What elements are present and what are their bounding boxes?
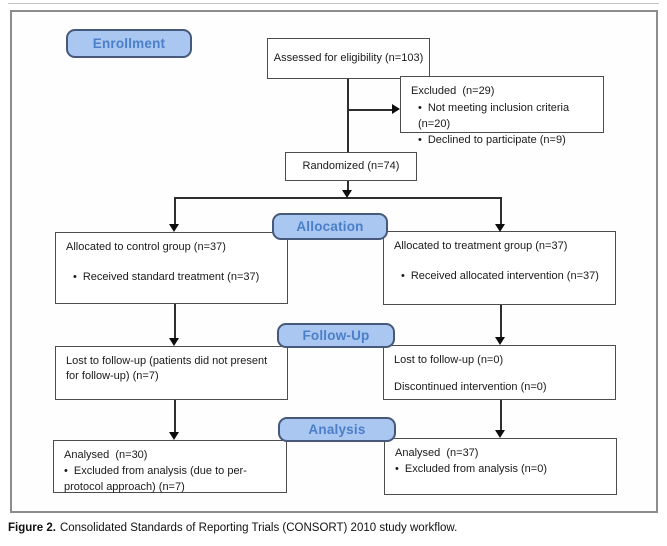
branch-line	[174, 197, 501, 199]
box-analysis-treatment-title: Analysed (n=37)	[395, 447, 479, 459]
figure-caption: Figure 2.Consolidated Standards of Repor…	[8, 522, 457, 534]
box-randomized: Randomized (n=74)	[285, 152, 417, 181]
box-followup-treatment-line-2: Discontinued intervention (n=0)	[394, 381, 547, 394]
arrowhead-alloc-left	[169, 224, 179, 232]
bullet-icon: •	[418, 134, 422, 147]
connector-assessed-randomized	[347, 79, 349, 152]
stage-analysis: Analysis	[278, 417, 396, 442]
box-followup-control: Lost to follow-up (patients did not pres…	[55, 346, 288, 400]
connector-randomized-branch	[347, 181, 349, 192]
box-followup-treatment: Lost to follow-up (n=0) Discontinued int…	[383, 345, 616, 400]
stage-analysis-label: Analysis	[308, 422, 366, 437]
box-analysis-control-bullet-1: •Excluded from analysis (due to per-prot…	[64, 465, 247, 493]
box-analysis-treatment-bullet-1: •Excluded from analysis (n=0)	[395, 463, 548, 476]
connector-followup-analysis-right	[500, 400, 502, 430]
arrowhead-followup-right	[495, 337, 505, 345]
figure-caption-text: Consolidated Standards of Reporting Tria…	[59, 522, 458, 534]
box-followup-treatment-line-1: Lost to follow-up (n=0)	[394, 354, 504, 366]
connector-alloc-followup-right	[500, 305, 502, 338]
connector-to-excluded	[347, 109, 393, 111]
box-analysis-control: Analysed (n=30) •Excluded from analysis …	[53, 440, 287, 493]
stage-followup: Follow-Up	[277, 323, 395, 348]
box-analysis-control-title: Analysed (n=30)	[64, 449, 148, 461]
box-excluded-title: Excluded (n=29)	[411, 85, 495, 97]
arrowhead-excluded	[392, 104, 400, 114]
stage-followup-label: Follow-Up	[302, 328, 370, 343]
box-allocation-treatment-bullet-1: •Received allocated intervention (n=37)	[401, 270, 599, 283]
bullet-icon: •	[418, 102, 422, 115]
box-allocation-treatment: Allocated to treatment group (n=37) •Rec…	[383, 231, 616, 305]
box-randomized-text: Randomized (n=74)	[302, 159, 400, 172]
connector-followup-analysis-left	[174, 400, 176, 432]
box-assessed: Assessed for eligibility (n=103)	[267, 38, 430, 79]
box-assessed-text: Assessed for eligibility (n=103)	[273, 51, 424, 64]
stage-allocation-label: Allocation	[296, 219, 364, 234]
box-excluded-bullet-1: •Not meeting inclusion criteria (n=20)	[418, 102, 570, 130]
box-allocation-control-bullet-1: •Received standard treatment (n=37)	[73, 271, 260, 284]
box-analysis-treatment: Analysed (n=37) •Excluded from analysis …	[384, 438, 617, 495]
arrowhead-analysis-right	[495, 430, 505, 438]
box-allocation-control-title: Allocated to control group (n=37)	[66, 241, 226, 253]
bullet-icon: •	[401, 270, 405, 283]
arrowhead-branch	[342, 190, 352, 198]
bullet-icon: •	[395, 463, 399, 476]
connector-alloc-followup-left	[174, 304, 176, 338]
box-followup-control-line-1: Lost to follow-up (patients did not pres…	[66, 355, 271, 383]
box-excluded-bullet-2: •Declined to participate (n=9)	[418, 134, 566, 147]
arrowhead-analysis-left	[169, 432, 179, 440]
stage-enrollment-label: Enrollment	[92, 36, 166, 51]
arrowhead-alloc-right	[495, 224, 505, 232]
figure-caption-label: Figure 2.	[8, 522, 56, 534]
box-excluded: Excluded (n=29) •Not meeting inclusion c…	[400, 76, 604, 146]
box-allocation-control: Allocated to control group (n=37) •Recei…	[55, 232, 288, 304]
bullet-icon: •	[64, 465, 68, 478]
stage-allocation: Allocation	[272, 213, 388, 240]
connector-branch-alloc-left	[174, 197, 176, 224]
box-allocation-treatment-title: Allocated to treatment group (n=37)	[394, 240, 568, 252]
stage-enrollment: Enrollment	[66, 29, 192, 58]
arrowhead-followup-left	[169, 338, 179, 346]
connector-branch-alloc-right	[500, 197, 502, 224]
bullet-icon: •	[73, 271, 77, 284]
page-rule	[8, 3, 659, 4]
